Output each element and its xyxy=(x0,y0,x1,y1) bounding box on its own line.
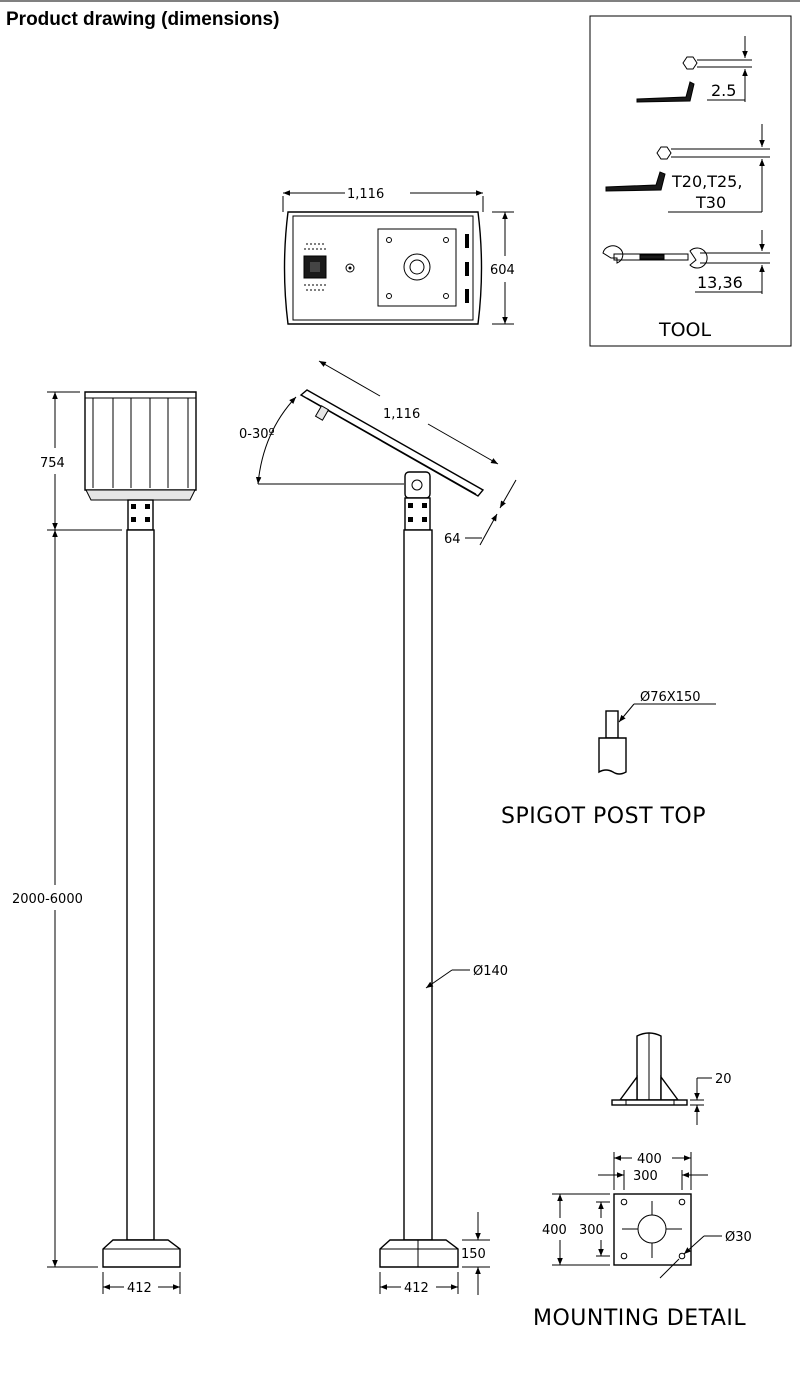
mount-inner-width-label: 300 xyxy=(633,1169,658,1184)
top-width-label: 1,116 xyxy=(347,187,384,202)
front-pole-height-label: 2000-6000 xyxy=(12,892,83,907)
front-base-width-label: 412 xyxy=(127,1281,152,1296)
spigot-detail: Ø76X150 SPIGOT POST TOP xyxy=(501,690,716,829)
torx-sizes-line1: T20,T25, xyxy=(671,172,742,191)
side-base-height-label: 150 xyxy=(461,1247,486,1262)
page-title: Product drawing (dimensions) xyxy=(6,9,279,30)
side-panel-thickness-label: 64 xyxy=(444,532,461,547)
side-base-width-label: 412 xyxy=(404,1281,429,1296)
spigot-spec-label: Ø76X150 xyxy=(640,690,701,705)
front-view: 754 2000-6000 412 xyxy=(12,391,197,1296)
mounting-caption: MOUNTING DETAIL xyxy=(533,1306,746,1331)
torx-sizes-line2: T30 xyxy=(695,193,726,212)
side-view: 0-30º 1,116 64 Ø140 150 412 xyxy=(239,360,517,1296)
mount-inner-height-label: 300 xyxy=(579,1223,604,1238)
side-tilt-label: 0-30º xyxy=(239,427,275,442)
mount-outer-height-label: 400 xyxy=(542,1223,567,1238)
mount-outer-width-label: 400 xyxy=(637,1152,662,1167)
front-head-height-label: 754 xyxy=(40,456,65,471)
tool-panel: 2.5 T20,T25, T30 13,36 TOOL xyxy=(589,15,792,347)
hex-key-size: 2.5 xyxy=(711,81,736,100)
torx-key-icon xyxy=(605,124,770,213)
tool-panel-frame xyxy=(589,15,792,347)
wrench-sizes: 13,36 xyxy=(697,273,743,292)
top-depth-label: 604 xyxy=(490,263,515,278)
top-view: 1,116 604 xyxy=(282,187,515,325)
mount-hole-diameter-label: Ø30 xyxy=(725,1230,752,1245)
spigot-caption: SPIGOT POST TOP xyxy=(501,804,706,829)
hex-key-icon xyxy=(636,36,752,103)
tool-caption: TOOL xyxy=(658,319,712,341)
mounting-detail: 20 400 300 400 300 xyxy=(533,1032,752,1331)
wrench-icon xyxy=(602,230,770,294)
mount-plate-thickness-label: 20 xyxy=(715,1072,732,1087)
side-pole-diameter-label: Ø140 xyxy=(473,964,508,979)
side-panel-length-label: 1,116 xyxy=(383,407,420,422)
